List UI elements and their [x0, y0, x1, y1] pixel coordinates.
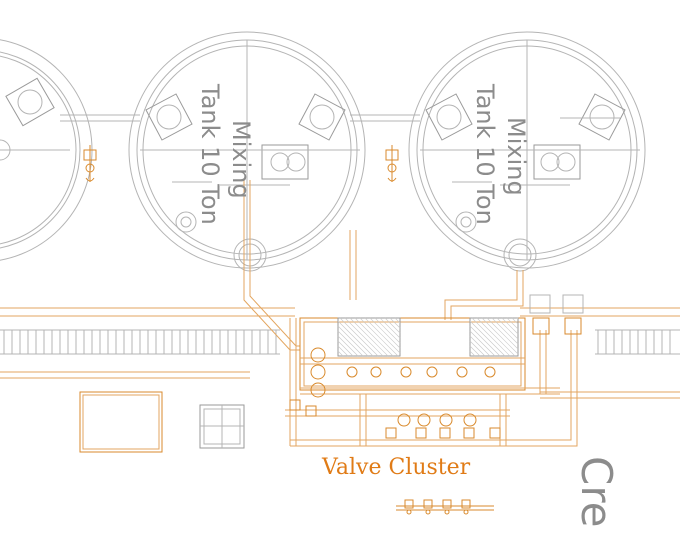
hatch-line: [491, 317, 519, 345]
hatch-line: [481, 317, 519, 355]
inlet-valve-left: [83, 145, 97, 182]
hatch-line: [469, 335, 491, 357]
mixing-tank-right: [408, 31, 646, 272]
hatch-line: [516, 317, 519, 320]
tank-right-label-line1: Mixing: [502, 117, 530, 196]
hatch-line: [369, 317, 401, 349]
hatch-line: [476, 317, 516, 357]
mixing-tank-middle: [128, 31, 366, 272]
hatch-line: [374, 317, 401, 344]
valve-cluster-piping: [243, 180, 578, 447]
hatch-line: [337, 325, 369, 357]
cut-off-label: Cre: [572, 456, 621, 528]
upper-beam: [60, 114, 420, 122]
hatch-line: [337, 350, 344, 357]
equipment-box-large: [79, 391, 163, 453]
hatch-line: [469, 330, 496, 357]
valve-cluster-valves: [289, 294, 584, 439]
hatch-line: [379, 317, 401, 339]
hatch-line: [469, 345, 481, 357]
hatch-line: [469, 325, 501, 357]
hatch-line: [506, 317, 519, 330]
equipment-box-small: [199, 404, 245, 449]
hatch-line: [337, 340, 354, 357]
hatch-line: [337, 320, 374, 357]
tank-middle-label-line2: Tank 10 Ton: [196, 83, 224, 225]
hatch-line: [394, 317, 401, 324]
hatch-line: [389, 317, 401, 329]
conveyor-rail-right: [520, 307, 680, 355]
hatch-line: [511, 317, 519, 325]
lower-rail: [0, 371, 680, 399]
tank-middle-label-line1: Mixing: [227, 120, 255, 199]
hatch-line: [496, 317, 519, 340]
hatch-line: [364, 317, 401, 354]
hatch-line: [359, 317, 399, 357]
hatch-line: [354, 317, 394, 357]
small-manifold: [396, 499, 494, 515]
hatch-line: [344, 317, 384, 357]
hatch-line: [469, 350, 476, 357]
conveyor-rail-left: [0, 307, 295, 355]
tank-right-label-line2: Tank 10 Ton: [471, 83, 499, 225]
hatch-line: [469, 320, 506, 357]
hatch-line: [384, 317, 401, 334]
hatch-line: [469, 340, 486, 357]
hatch-line: [501, 317, 519, 335]
hatch-line: [486, 317, 519, 350]
hatch-line: [339, 317, 379, 357]
hatch-line: [337, 335, 359, 357]
hatch-line: [349, 317, 389, 357]
hatch-line: [337, 345, 349, 357]
hatch-line: [471, 317, 511, 357]
mixing-tank-left-partial: [0, 39, 93, 261]
valve-cluster-label: Valve Cluster: [321, 455, 471, 480]
inlet-valve-middle: [385, 145, 399, 182]
hatch-line: [337, 330, 364, 357]
